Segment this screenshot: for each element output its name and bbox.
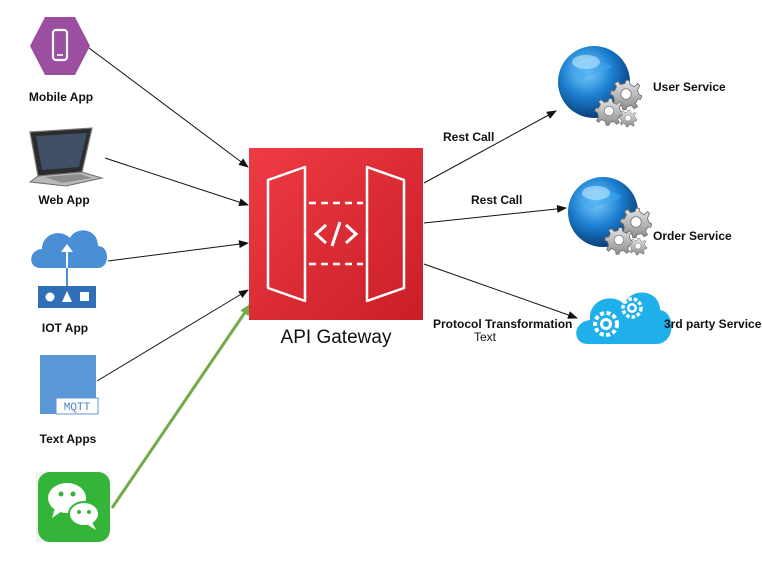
service-label-3rd-party-service: 3rd party Service	[664, 317, 762, 331]
edge-gateway-to-user-service	[423, 110, 557, 184]
svg-text:MQTT: MQTT	[64, 402, 91, 414]
mqtt-icon: MQTT	[40, 355, 99, 415]
edge-gateway-to-order-service	[423, 204, 567, 224]
edge-gateway-to-3rd-party-service	[423, 263, 578, 319]
client-label-web-app: Web App	[38, 193, 90, 207]
globe-gears-icon	[558, 46, 643, 128]
api-gateway-icon	[249, 148, 423, 320]
service-label-user-service: User Service	[653, 80, 726, 94]
client-label-text-apps: Text Apps	[39, 432, 97, 446]
edge-label-rest-call-order: Rest Call	[471, 193, 523, 207]
laptop-icon	[28, 127, 104, 187]
mobile-hexagon-icon	[30, 17, 90, 75]
edge-label-protocol-transformation: Protocol Transformation	[433, 317, 573, 331]
edge-text-to-gateway	[96, 289, 249, 382]
gateway-label: API Gateway	[280, 327, 392, 348]
edge-web-to-gateway	[104, 157, 249, 206]
edge-label-rest-call-user: Rest Call	[443, 130, 495, 144]
globe-gears-icon	[568, 177, 653, 256]
edge-iot-to-gateway	[107, 240, 249, 262]
service-label-order-service: Order Service	[653, 229, 732, 243]
client-label-iot-app: IOT App	[41, 321, 89, 335]
cloud-gears-icon	[576, 292, 672, 344]
iot-cloud-icon	[31, 230, 107, 308]
client-label-mobile-app: Mobile App	[28, 90, 94, 104]
edge-sublabel-text: Text	[474, 330, 497, 344]
edge-mobile-to-gateway	[84, 44, 249, 168]
wechat-icon	[36, 472, 110, 542]
edge-wechat-to-gateway	[110, 303, 252, 509]
